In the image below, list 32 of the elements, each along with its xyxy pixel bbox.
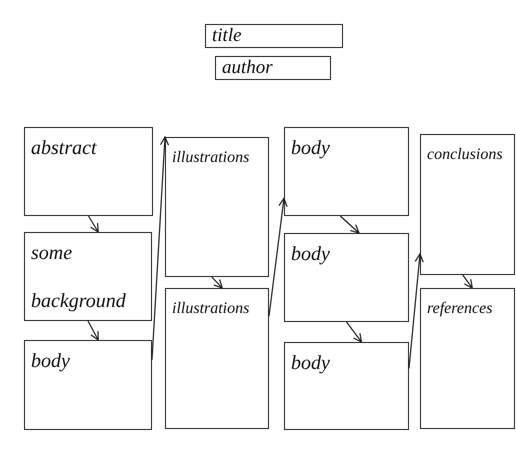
text-box — [165, 137, 269, 277]
text-box — [284, 233, 409, 322]
arrow — [340, 216, 360, 234]
arrow — [87, 320, 99, 341]
arrow — [408, 253, 424, 368]
text-box — [215, 56, 331, 80]
box-label: references — [427, 299, 494, 319]
text-box — [165, 288, 269, 429]
box-label: title — [212, 25, 243, 46]
arrow — [268, 198, 288, 316]
text-box — [420, 134, 515, 275]
box-label: body — [291, 351, 331, 376]
text-box — [420, 288, 515, 429]
arrow — [346, 322, 362, 343]
text-box — [24, 232, 152, 321]
arrow — [151, 136, 170, 360]
box-label: body — [291, 136, 331, 161]
box-label: body — [291, 242, 331, 267]
box-label: abstract — [31, 136, 98, 161]
text-box — [284, 342, 409, 430]
text-box — [24, 340, 152, 430]
text-box — [24, 127, 153, 216]
box-label: illustrations — [172, 148, 250, 168]
box-label: illustrations — [172, 299, 250, 319]
arrow — [211, 276, 223, 289]
box-label: body — [31, 349, 71, 374]
arrow — [88, 216, 99, 233]
box-label: conclusions — [427, 145, 504, 165]
arrow — [462, 274, 473, 289]
text-box — [205, 24, 343, 48]
text-box — [284, 127, 409, 216]
box-label: author — [222, 57, 274, 78]
